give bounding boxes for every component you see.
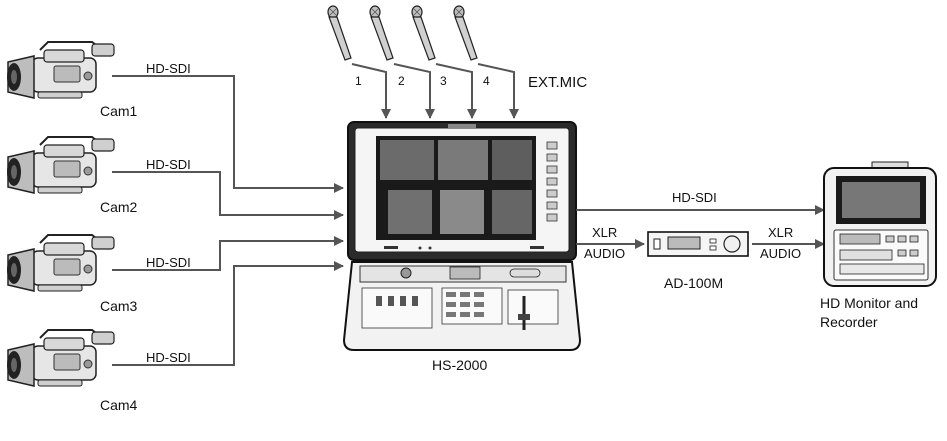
- mic3-number: 3: [440, 74, 447, 88]
- converter-label: AD-100M: [664, 275, 724, 291]
- cam4-label: Cam4: [100, 397, 138, 413]
- mic-icon-4: [453, 5, 478, 61]
- recorder-label-line2: Recorder: [820, 314, 878, 330]
- ext-mic-label: EXT.MIC: [528, 74, 588, 91]
- audio-label-2: AUDIO: [760, 246, 802, 261]
- camera-icon-1: [6, 41, 115, 99]
- audio-label-1: AUDIO: [584, 246, 626, 261]
- converter-device: [647, 231, 749, 257]
- cam1-cable: [112, 75, 344, 193]
- switcher-label: HS-2000: [432, 357, 488, 373]
- cam1-link-label: HD-SDI: [146, 61, 191, 76]
- mic1-cable: [351, 63, 391, 119]
- camera-icon-3: [6, 234, 115, 292]
- cam3-cable: [112, 236, 344, 271]
- camera-icon-4: [6, 329, 115, 387]
- recorder-device: [823, 161, 937, 287]
- cam2-label: Cam2: [100, 199, 138, 215]
- cam2-link-label: HD-SDI: [146, 157, 191, 172]
- cam3-label: Cam3: [100, 298, 138, 314]
- mic2-cable: [393, 63, 435, 119]
- xlr-label-1: XLR: [592, 225, 618, 240]
- mic-icon-2: [369, 5, 394, 61]
- cam4-cable: [112, 261, 344, 366]
- recorder-label-line1: HD Monitor and: [820, 295, 919, 311]
- mic4-number: 4: [483, 74, 490, 88]
- cam2-cable: [112, 171, 344, 220]
- mic2-number: 2: [398, 74, 405, 88]
- cam3-link-label: HD-SDI: [146, 255, 191, 270]
- cam1-label: Cam1: [100, 103, 138, 119]
- mic4-cable: [477, 63, 519, 119]
- mic3-cable: [435, 63, 477, 119]
- switcher-device: [342, 121, 582, 351]
- cam4-link-label: HD-SDI: [146, 350, 191, 365]
- camera-icon-2: [6, 136, 115, 194]
- mic-icon-3: [411, 5, 436, 61]
- sdi-out-label: HD-SDI: [672, 190, 717, 205]
- xlr-label-2: XLR: [768, 225, 794, 240]
- mic-icon-1: [327, 5, 352, 61]
- mic1-number: 1: [355, 74, 362, 88]
